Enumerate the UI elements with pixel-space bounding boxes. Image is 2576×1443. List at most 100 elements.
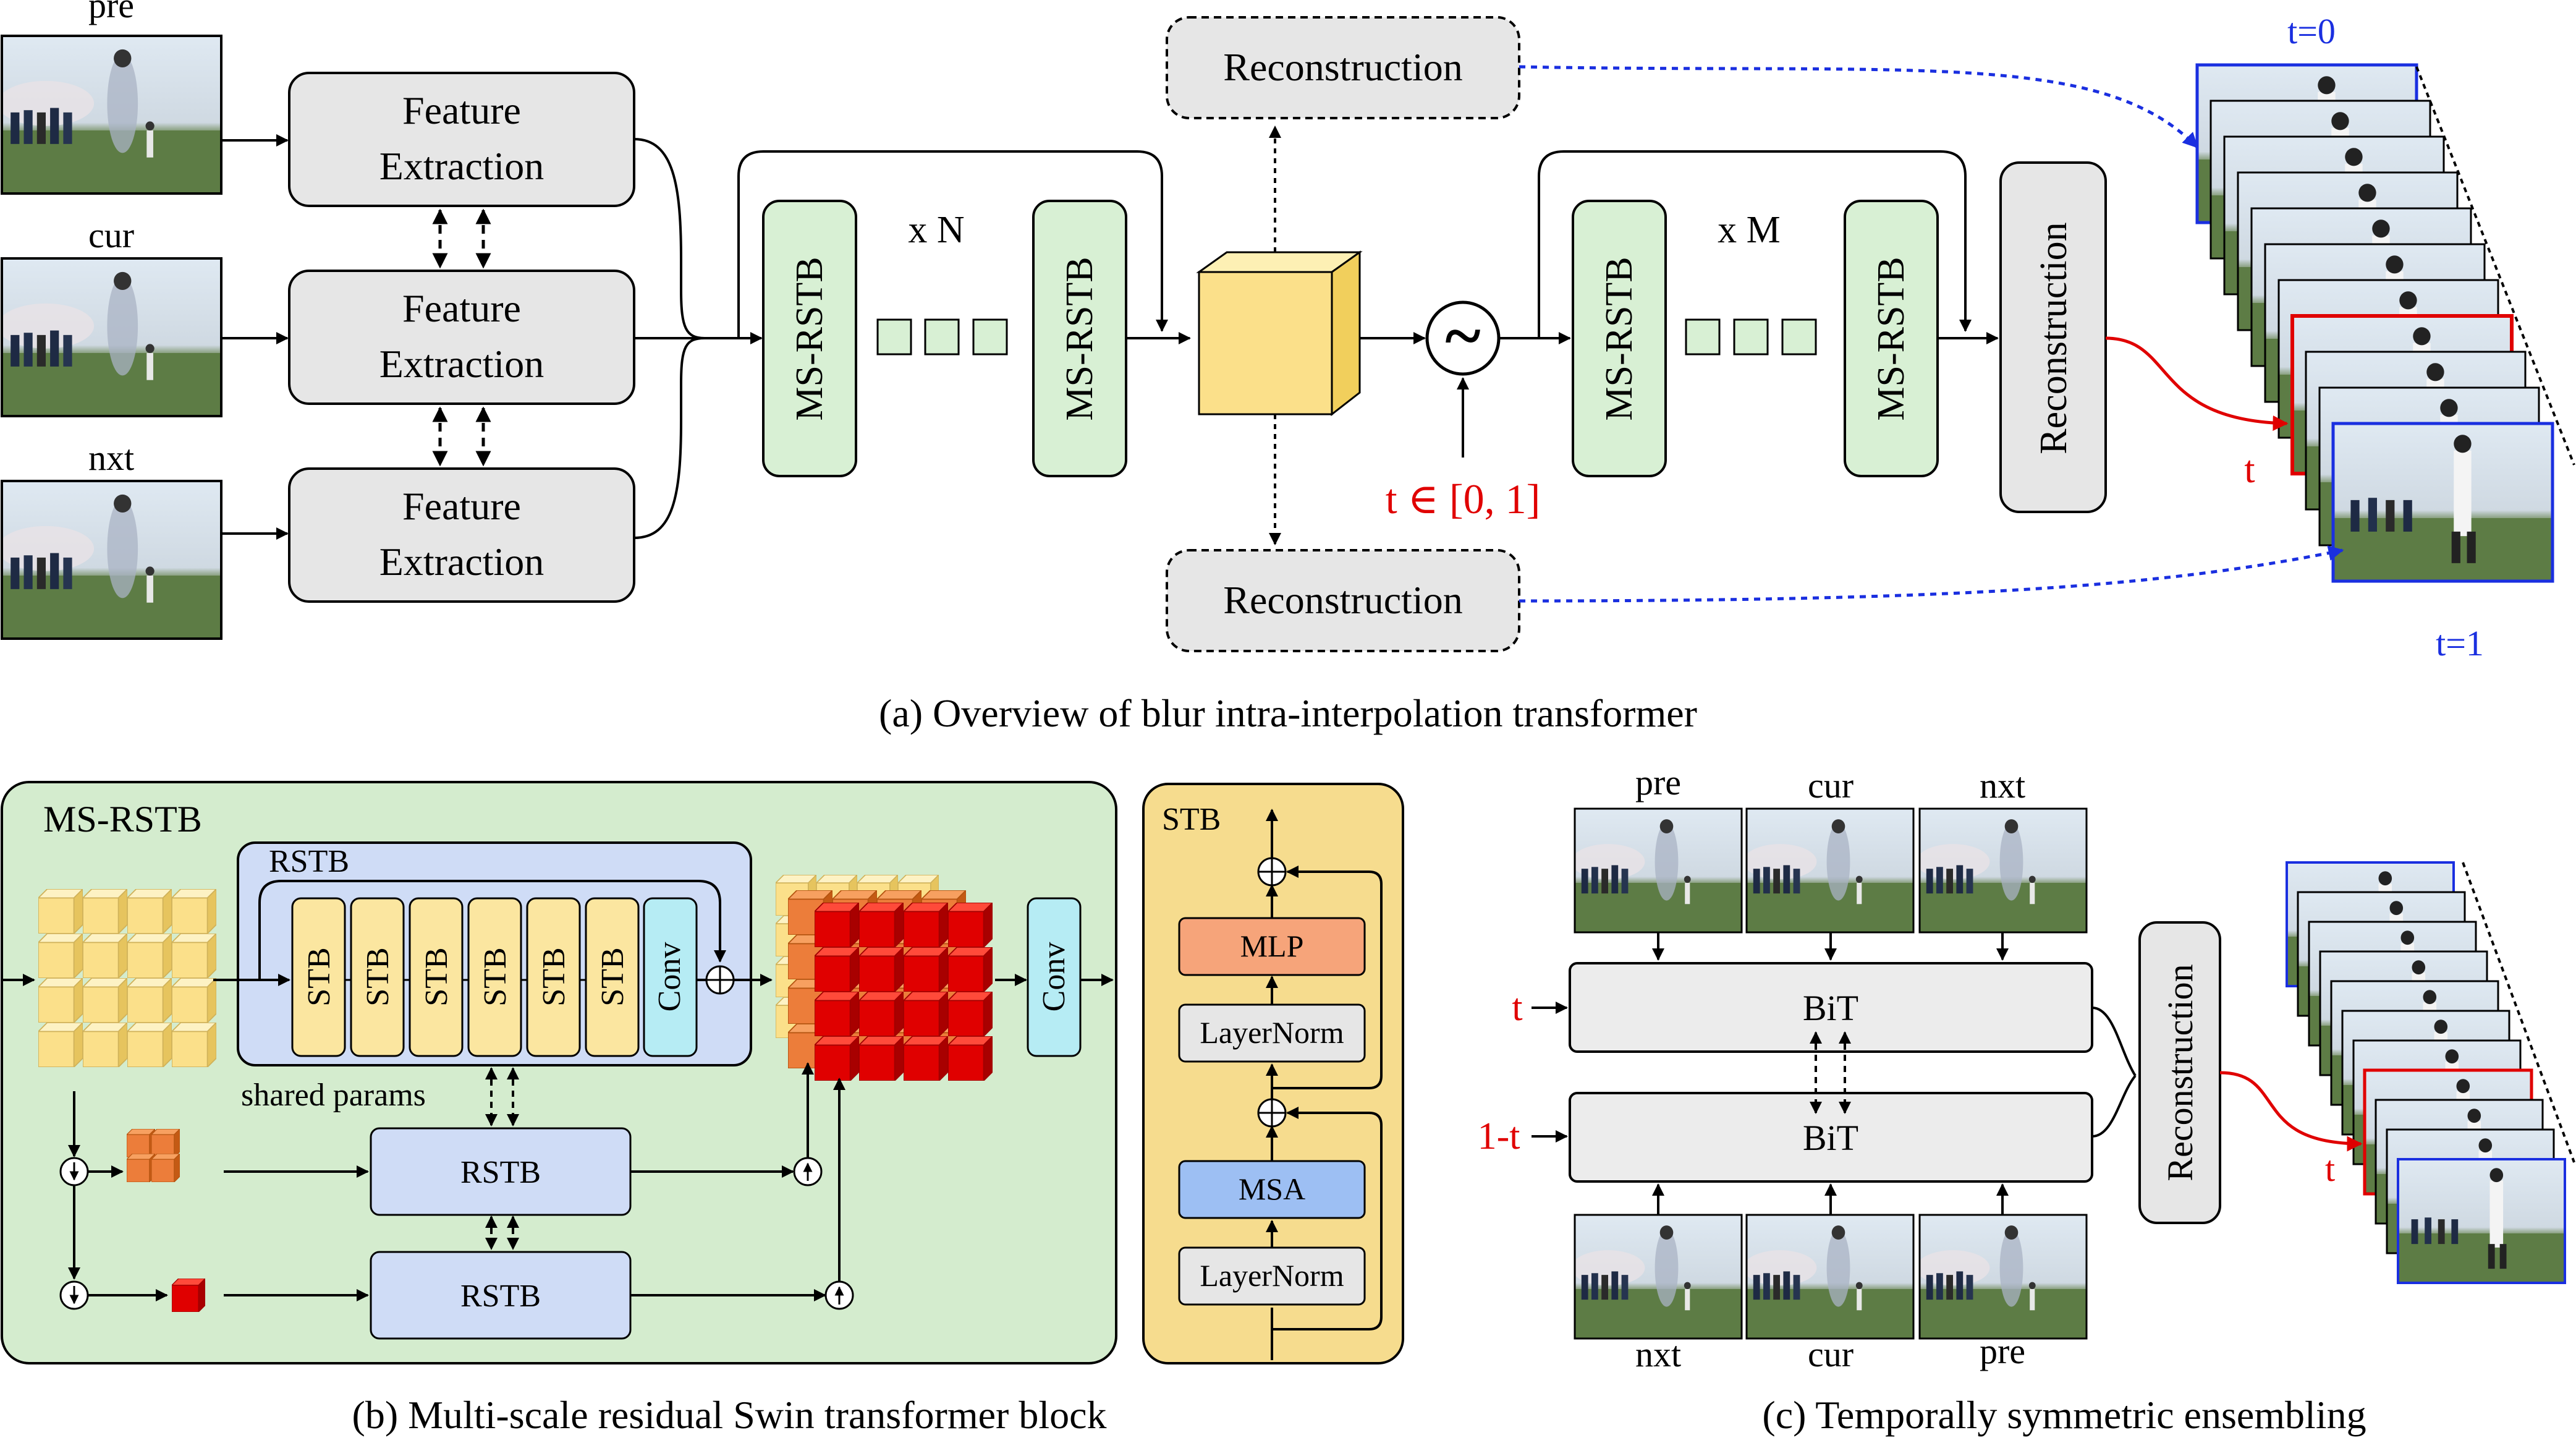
- t0-label: t=0: [2287, 11, 2336, 51]
- rstb-add-node: [705, 965, 735, 995]
- repeat-m-label: x M: [1718, 209, 1781, 251]
- stack-c-dotted-edge: [2462, 862, 2575, 1163]
- c-top-image-2: [1745, 807, 1915, 934]
- orange-feature-cubes: [127, 1129, 180, 1182]
- rstb-branch-2: RSTB: [370, 1251, 632, 1340]
- fe-merge-lines: [633, 138, 705, 539]
- msrstb-block-4: MS-RSTB: [1844, 200, 1939, 477]
- recon-main-label: Reconstruction: [2033, 222, 2075, 454]
- reconstruction-top: Reconstruction: [1166, 16, 1520, 119]
- feature-cube-yellow: [127, 978, 172, 1023]
- bit-bottom-label: BiT: [1803, 1118, 1858, 1158]
- c-bottom-label-3: pre: [1980, 1331, 2025, 1371]
- sine-symbol: ~: [1445, 298, 1480, 373]
- stb-label: STB: [302, 947, 337, 1006]
- layernorm-bottom-label: LayerNorm: [1200, 1258, 1344, 1293]
- msrstb-block-1: MS-RSTB: [762, 200, 857, 477]
- out-cube-red: [904, 947, 948, 992]
- fe2-line2: Extraction: [379, 342, 544, 386]
- sine-modulation-node: ~: [1425, 298, 1501, 376]
- fe3-line2: Extraction: [379, 540, 544, 584]
- panel-c: pre cur nxt BiT BiT t 1-t nxt: [1478, 762, 2575, 1437]
- rstb-group-label: RSTB: [269, 844, 349, 879]
- out-cube-red: [815, 903, 859, 947]
- out-cube-red: [904, 1036, 948, 1081]
- out-cube-red: [815, 947, 859, 992]
- blue-curve-bottom: [1519, 545, 2344, 603]
- c-bottom-image-1: [1574, 1214, 1743, 1340]
- reconstruction-c: Reconstruction: [2138, 921, 2221, 1224]
- red-feature-cube: [172, 1279, 205, 1312]
- out-cube-red: [859, 903, 904, 947]
- feature-cube-yellow: [83, 889, 127, 934]
- msa-block: MSA: [1178, 1160, 1366, 1219]
- out-cube-red: [948, 903, 993, 947]
- c-top-image-3: [1918, 807, 2088, 934]
- stb-block: STB: [526, 897, 581, 1057]
- output-frame: [2331, 422, 2554, 583]
- out-cube-red: [859, 947, 904, 992]
- panel-a: pre cur nxt Feature Extraction Feature: [1, 0, 2575, 735]
- feature-cube-yellow: [38, 1023, 83, 1067]
- feature-cube-yellow: [127, 1023, 172, 1067]
- stb-detail-title: STB: [1162, 802, 1221, 837]
- rstb-inner-skip: [258, 880, 726, 980]
- stb-label: STB: [419, 947, 454, 1006]
- layernorm-top: LayerNorm: [1178, 1003, 1366, 1063]
- c-bottom-image-2: [1745, 1214, 1915, 1340]
- reconstruction-c-label: Reconstruction: [2160, 964, 2200, 1181]
- caption-b: (b) Multi-scale residual Swin transforme…: [352, 1393, 1107, 1437]
- c-top-image-1: [1574, 807, 1743, 934]
- t-label-a: t: [2244, 449, 2255, 491]
- upsample-node-2: [824, 1280, 854, 1310]
- out-cube-red: [859, 992, 904, 1036]
- stb-residual-1: [1272, 1107, 1383, 1330]
- reconstruction-bottom: Reconstruction: [1166, 549, 1520, 652]
- t1-label: t=1: [2436, 623, 2484, 663]
- bit-bottom: BiT: [1569, 1092, 2093, 1183]
- input-label-cur: cur: [88, 215, 134, 255]
- msrstb-2-label: MS-RSTB: [1059, 257, 1101, 420]
- fe-shared-arrows: [432, 208, 491, 467]
- out-cube-red: [815, 1036, 859, 1081]
- red-curve-a: [2105, 336, 2289, 431]
- mlp-label: MLP: [1240, 929, 1304, 963]
- rstb-conv: Conv: [643, 897, 698, 1057]
- mlp-block: MLP: [1178, 917, 1366, 976]
- input-label-pre: pre: [88, 0, 134, 25]
- output-frame-stack-a: [2195, 63, 2554, 583]
- dots-m: [1685, 318, 1817, 355]
- recon-bottom-label: Reconstruction: [1223, 578, 1462, 622]
- stb-block: STB: [350, 897, 405, 1057]
- out-cube-red: [948, 992, 993, 1036]
- stb-label: STB: [536, 947, 572, 1006]
- bit-top: BiT: [1569, 962, 2093, 1053]
- feature-cube-yellow: [83, 978, 127, 1023]
- msrstb-4-label: MS-RSTB: [1870, 257, 1912, 420]
- c-top-label-1: pre: [1635, 762, 1681, 802]
- feature-cube-yellow: [83, 1023, 127, 1067]
- c-top-label-2: cur: [1808, 765, 1854, 806]
- t-label-c: t: [2325, 1149, 2335, 1189]
- feature-cube-yellow: [172, 978, 216, 1023]
- t-range-label: t ∈ [0, 1]: [1386, 475, 1541, 522]
- shared-params-label: shared params: [241, 1078, 426, 1113]
- output-conv: Conv: [1027, 897, 1082, 1057]
- feature-cube-yellow: [172, 934, 216, 978]
- rstb-conv-label: Conv: [652, 942, 687, 1012]
- feature-cube-yellow: [172, 1023, 216, 1067]
- rstb-branch-1-label: RSTB: [460, 1155, 541, 1190]
- repeat-n-label: x N: [908, 209, 964, 251]
- stb-label: STB: [478, 947, 513, 1006]
- output-conv-label: Conv: [1036, 942, 1072, 1012]
- stb-add-node-2: [1257, 857, 1287, 887]
- blue-curve-top: [1519, 65, 2198, 148]
- caption-a: (a) Overview of blur intra-interpolation…: [879, 691, 1697, 735]
- input-label-nxt: nxt: [88, 438, 134, 478]
- input-image-nxt: [1, 480, 222, 640]
- rstb-branch-2-label: RSTB: [460, 1279, 541, 1314]
- out-cube-red: [948, 1036, 993, 1081]
- out-cube-red: [904, 992, 948, 1036]
- c-bottom-image-3: [1918, 1214, 2088, 1340]
